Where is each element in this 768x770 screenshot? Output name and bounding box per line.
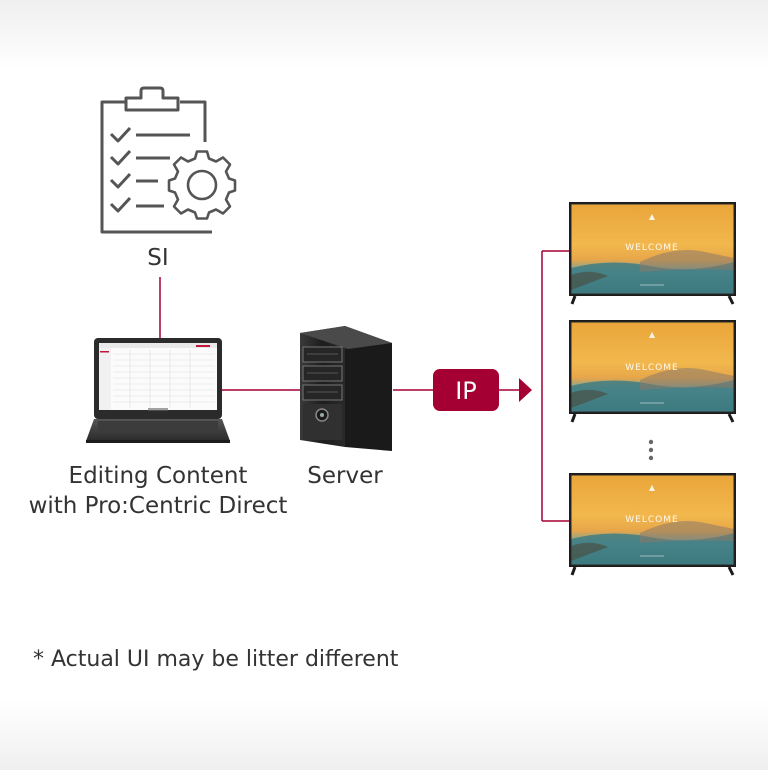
svg-text:▲: ▲: [649, 483, 656, 492]
laptop-icon: [86, 338, 230, 443]
tv-icon: ▲ WELCOME: [569, 473, 736, 576]
ip-badge: IP: [433, 369, 499, 411]
tv-welcome-text: WELCOME: [625, 515, 678, 525]
tv-welcome-text: WELCOME: [625, 243, 678, 253]
clipboard-settings-icon: [100, 86, 237, 234]
server-label: Server: [307, 463, 383, 489]
vertical-ellipsis-icon: [648, 439, 654, 461]
pro-centric-direct-label: with Pro:Centric Direct: [28, 493, 288, 519]
tv-welcome-text: WELCOME: [625, 363, 678, 373]
server-icon: [300, 326, 392, 451]
disclaimer-note: * Actual UI may be litter different: [33, 647, 399, 672]
connector-lines: [159, 250, 570, 522]
laptop-screen: [99, 343, 217, 410]
tv-icon: ▲ WELCOME: [569, 202, 736, 305]
si-label: SI: [147, 245, 169, 271]
gear-icon: [167, 150, 237, 220]
ip-label: IP: [455, 377, 477, 405]
svg-text:▲: ▲: [649, 330, 656, 339]
editing-content-label: Editing Content: [68, 463, 248, 489]
svg-text:▲: ▲: [649, 212, 656, 221]
arrow-right-icon: [519, 378, 532, 402]
tv-icon: ▲ WELCOME: [569, 320, 736, 423]
